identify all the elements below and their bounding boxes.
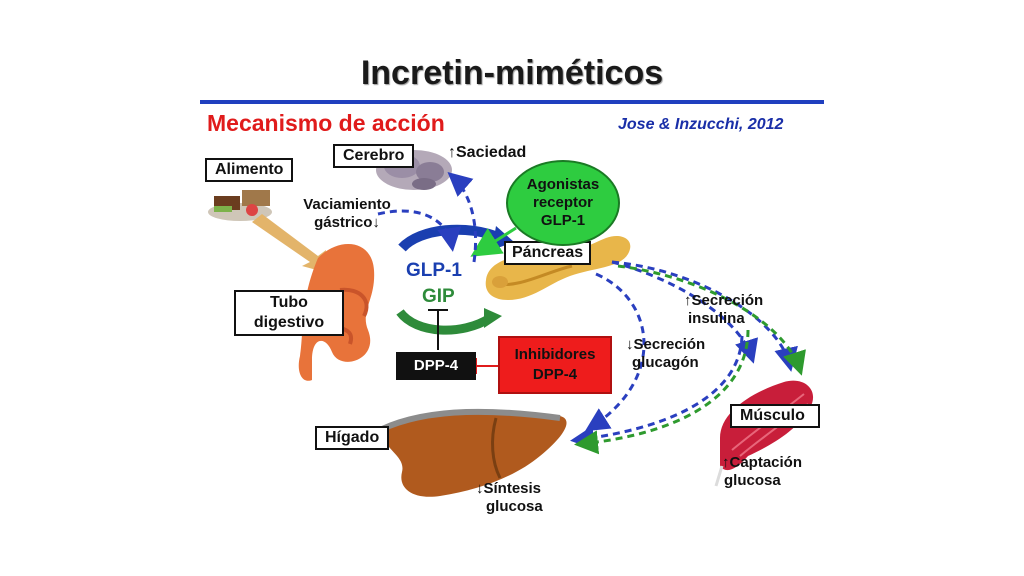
- gastric-emptying-line2: gástrico↓: [314, 214, 380, 231]
- glucose-uptake-line1: ↑Captación: [722, 454, 803, 471]
- title-divider: [200, 100, 824, 104]
- green-dashed-arrows: [574, 264, 806, 455]
- glucagon-secretion-label: ↓Secreción glucagón: [626, 336, 705, 372]
- insulin-line1: ↑Secreción: [684, 292, 764, 309]
- food-illustration: [208, 190, 272, 221]
- insulin-line2: insulina: [688, 310, 745, 327]
- agonists-line3: GLP-1: [540, 212, 586, 229]
- food-label: Alimento: [205, 158, 294, 182]
- agonist-arrow: [470, 226, 517, 257]
- glucagon-line2: glucagón: [632, 354, 699, 371]
- dpp4-box: DPP-4: [396, 352, 476, 380]
- insulin-secretion-label: ↑Secreción insulina: [684, 292, 763, 328]
- glucose-uptake-label: ↑Captación glucosa: [722, 454, 802, 490]
- liver-label: Hígado: [315, 426, 390, 450]
- glucose-synthesis-line1: ↓Síntesis: [476, 480, 542, 497]
- inhibitors-line1: Inhibidores: [514, 346, 596, 363]
- glucagon-line1: ↓Secreción: [626, 336, 706, 353]
- dpp4-inhibitors-box: Inhibidores DPP-4: [498, 336, 612, 394]
- gastric-emptying-label: Vaciamiento gástrico↓: [292, 196, 402, 232]
- agonists-line1: Agonistas: [526, 176, 600, 193]
- citation: Jose & Inzucchi, 2012: [618, 116, 784, 133]
- slide-title: Incretin-miméticos: [360, 54, 664, 92]
- agonists-line2: receptor: [532, 194, 594, 211]
- food-to-gut-arrow: [252, 214, 326, 272]
- glucose-synthesis-label: ↓Síntesis glucosa: [476, 480, 543, 516]
- glp1-label: GLP-1: [406, 260, 462, 281]
- muscle-label: Músculo: [730, 404, 820, 428]
- pancreas-illustration: [485, 235, 631, 300]
- satiety-label: ↑Saciedad: [448, 144, 527, 161]
- brain-label: Cerebro: [333, 144, 415, 168]
- gastric-emptying-line1: Vaciamiento: [303, 196, 391, 213]
- glucose-synthesis-line2: glucosa: [486, 498, 543, 515]
- glucose-uptake-line2: glucosa: [724, 472, 781, 489]
- gip-label: GIP: [422, 286, 455, 307]
- inhibitors-line2: DPP-4: [532, 366, 578, 383]
- glp1-agonists-bubble: Agonistas receptor GLP-1: [506, 160, 620, 246]
- liver-illustration: [378, 408, 567, 497]
- gut-label: Tubo digestivo: [234, 290, 344, 336]
- subtitle: Mecanismo de acción: [207, 110, 445, 136]
- gut-label-text: Tubo digestivo: [253, 294, 325, 331]
- gip-release-arrow: [396, 309, 493, 335]
